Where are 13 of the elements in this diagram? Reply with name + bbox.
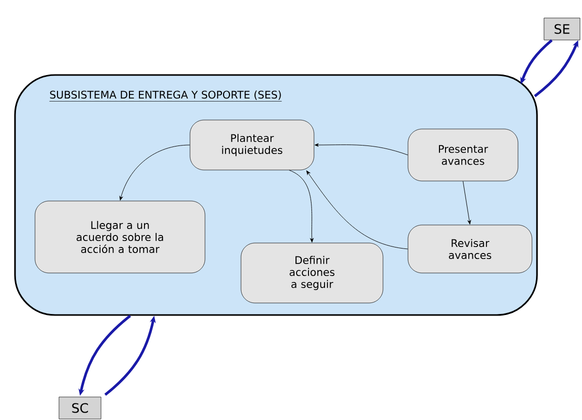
activity-box: Definir acciones a seguir <box>240 242 384 304</box>
subsystem-title: SUBSISTEMA DE ENTREGA Y SOPORTE (SES) <box>49 90 282 102</box>
activity-box: Llegar a un acuerdo sobre la acción a tomar <box>34 200 206 274</box>
activity-box: Revisar avances <box>408 224 532 274</box>
arrow <box>288 170 314 242</box>
activity-box: Presentar avances <box>408 128 518 182</box>
system-box: SC <box>58 396 102 420</box>
activity-box: Plantear inquietudes <box>190 120 314 170</box>
arrow <box>314 143 408 156</box>
arrow <box>306 170 408 250</box>
arrow <box>462 180 471 224</box>
arrow <box>119 144 190 200</box>
system-box: SE <box>544 18 580 40</box>
